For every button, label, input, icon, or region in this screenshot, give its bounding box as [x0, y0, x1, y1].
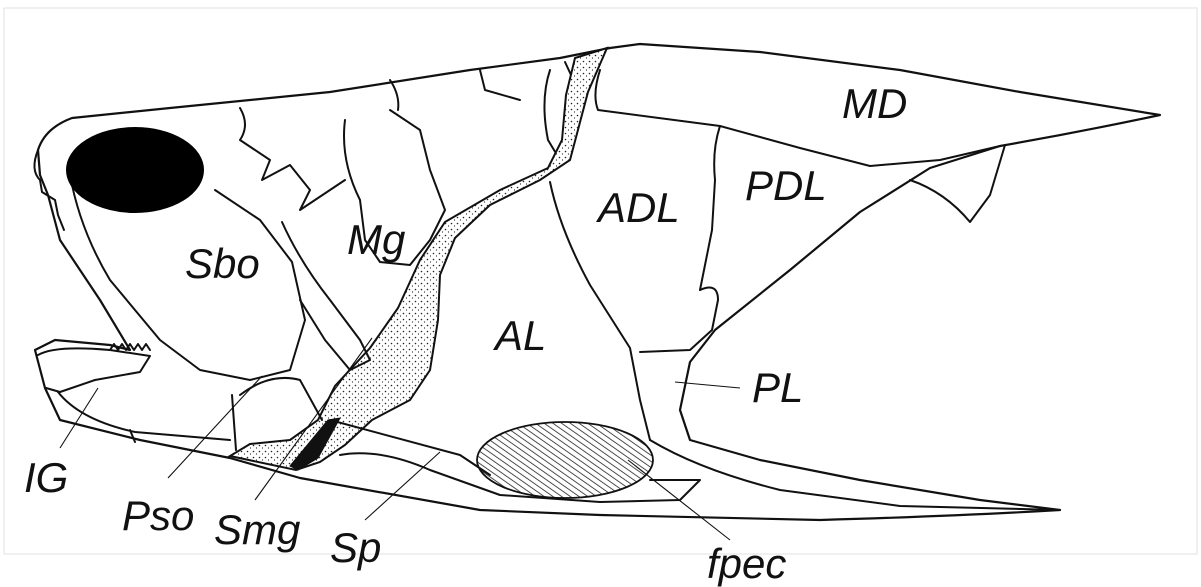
label-sbo: Sbo [185, 240, 260, 287]
label-md: MD [842, 80, 907, 127]
label-fpec: fpec [707, 540, 786, 587]
label-sp: Sp [330, 524, 381, 571]
label-pso: Pso [122, 492, 194, 539]
label-al: AL [492, 312, 546, 359]
label-mg: Mg [347, 216, 405, 263]
label-pl: PL [752, 364, 803, 411]
label-ig: IG [24, 454, 68, 501]
label-pdl: PDL [745, 162, 827, 209]
label-smg: Smg [214, 506, 300, 553]
orbit [67, 128, 203, 212]
fpec-opening [477, 422, 653, 498]
label-adl: ADL [595, 184, 680, 231]
